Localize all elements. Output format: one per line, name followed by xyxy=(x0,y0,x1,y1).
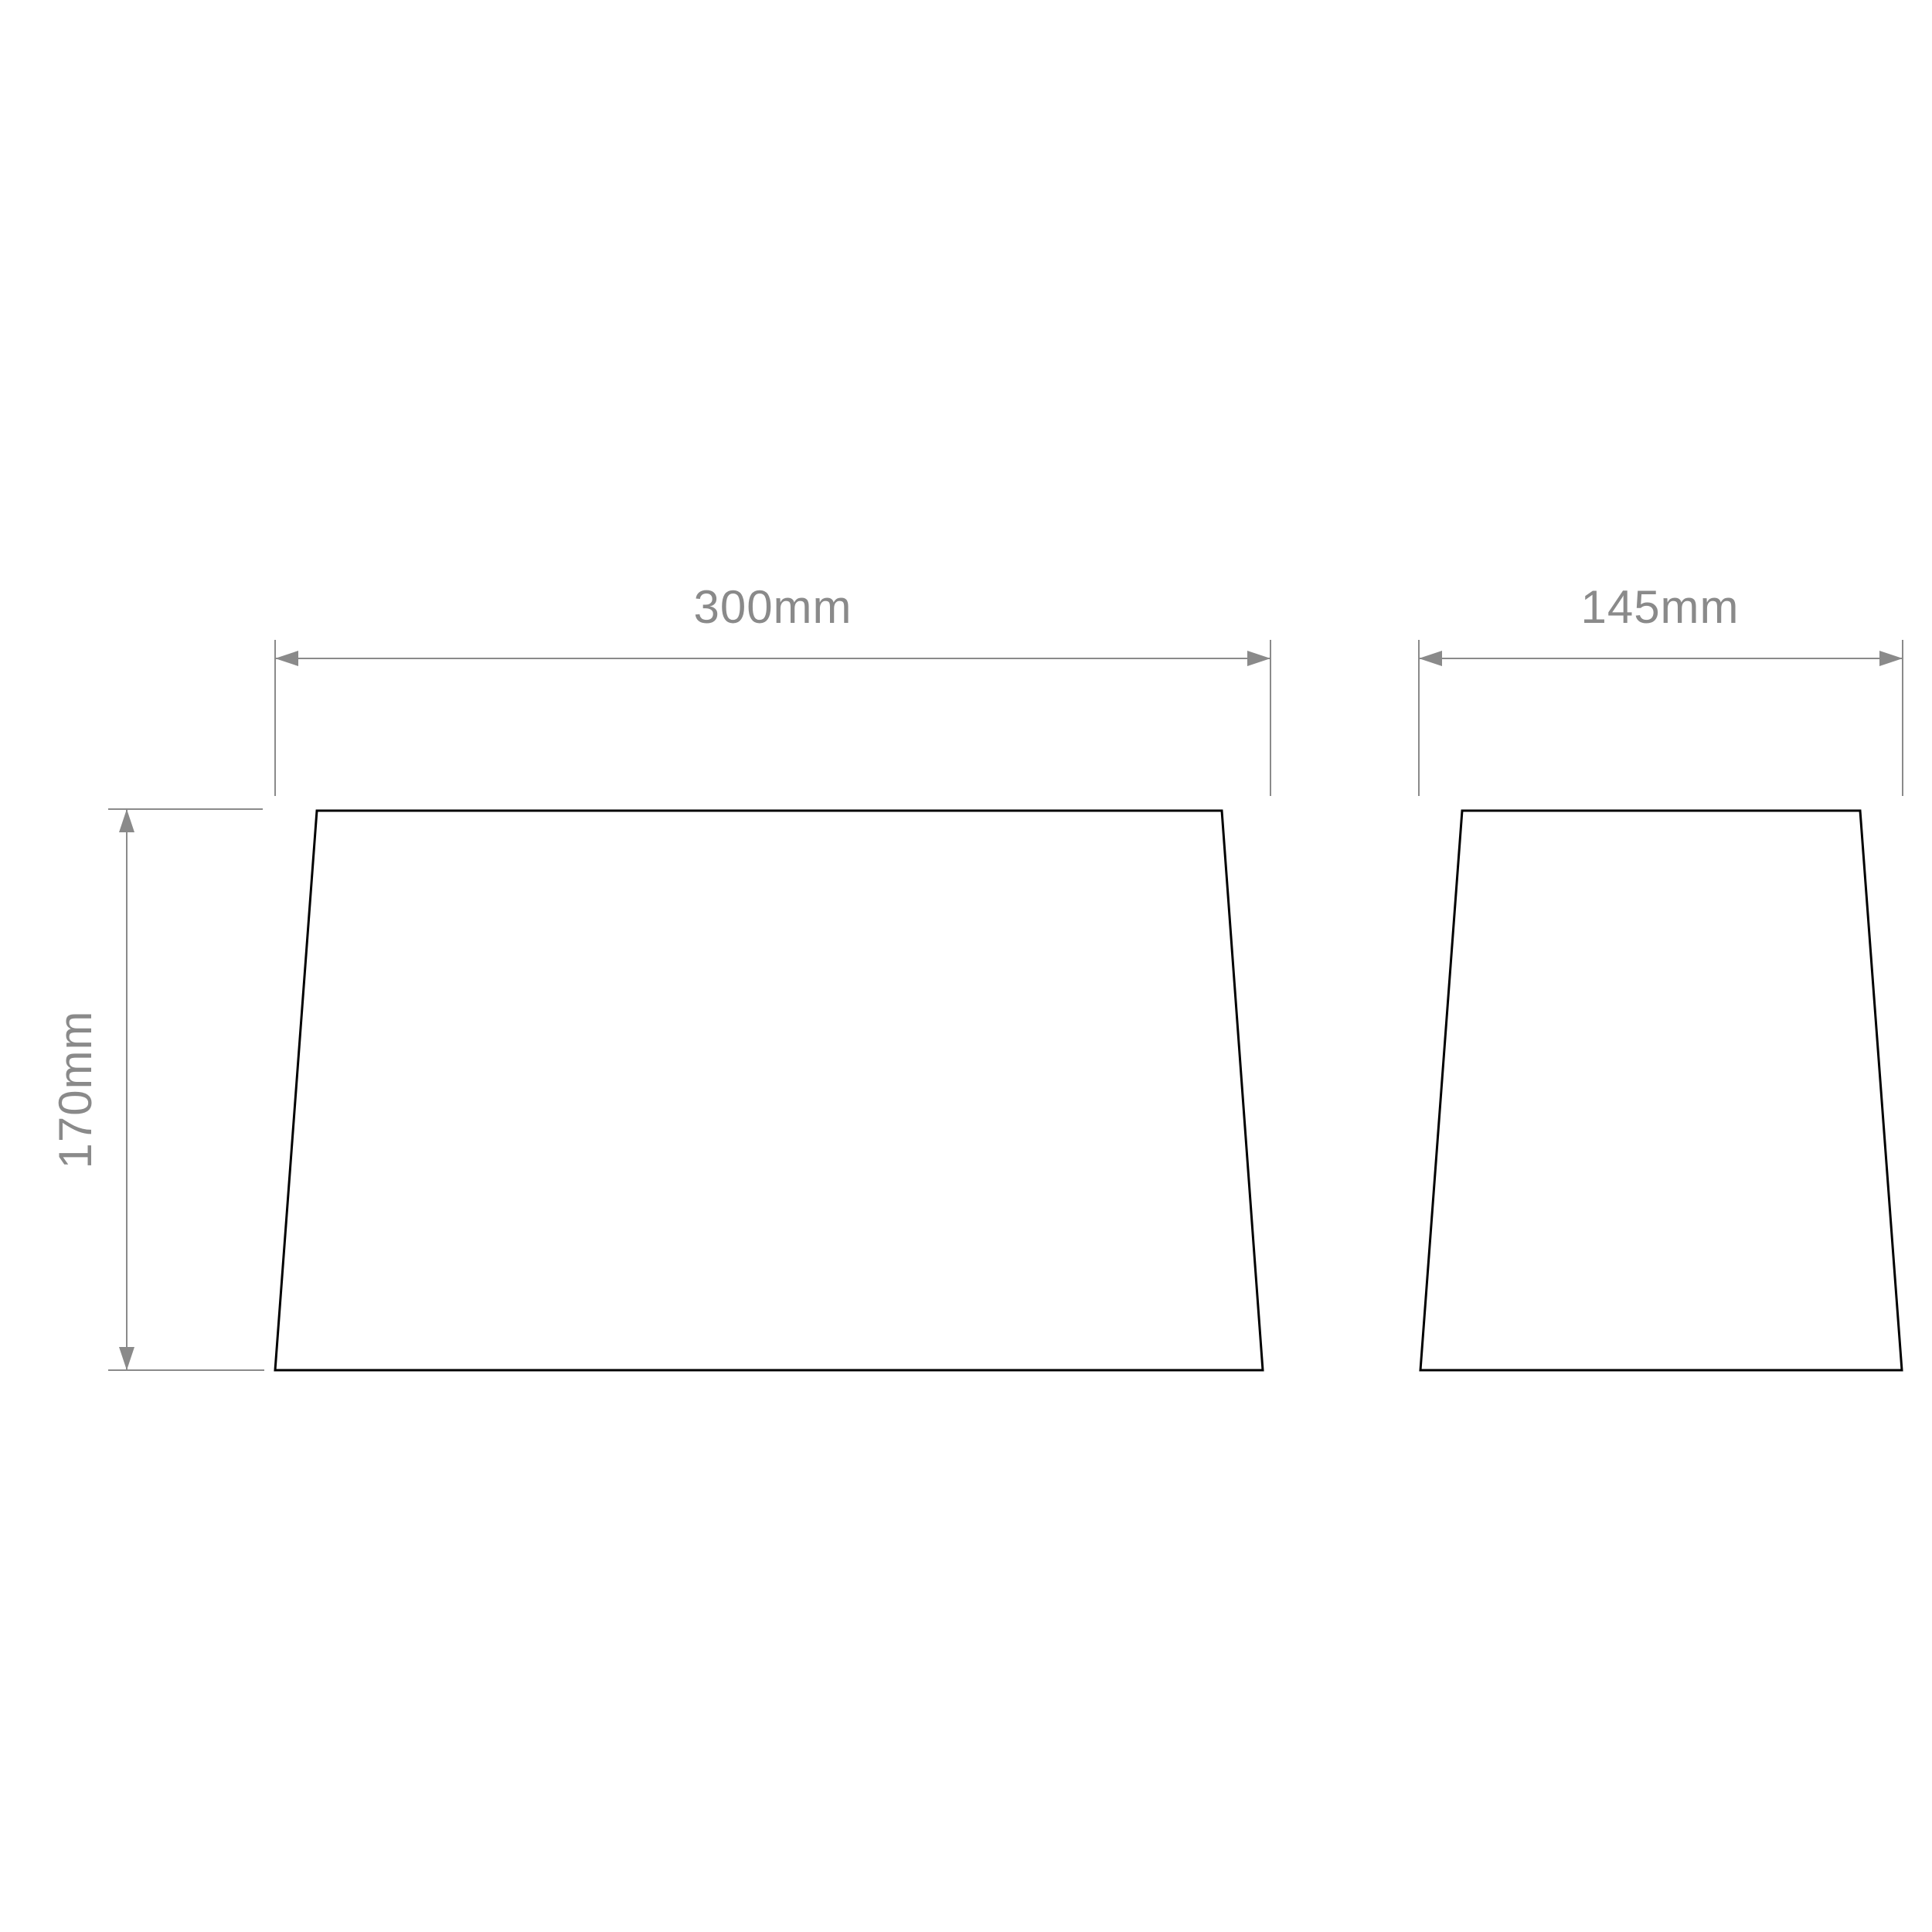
side-shade-outline xyxy=(1419,809,1903,1372)
height-label: 170mm xyxy=(49,1010,101,1168)
height-dimension: 170mm xyxy=(49,808,264,1371)
side-width-dimension: 145mm xyxy=(1418,581,1903,796)
front-width-dimension: 300mm xyxy=(274,581,1271,796)
front-width-label: 300mm xyxy=(693,581,852,633)
front-shade-outline xyxy=(274,809,1264,1372)
side-width-label: 145mm xyxy=(1580,581,1739,633)
